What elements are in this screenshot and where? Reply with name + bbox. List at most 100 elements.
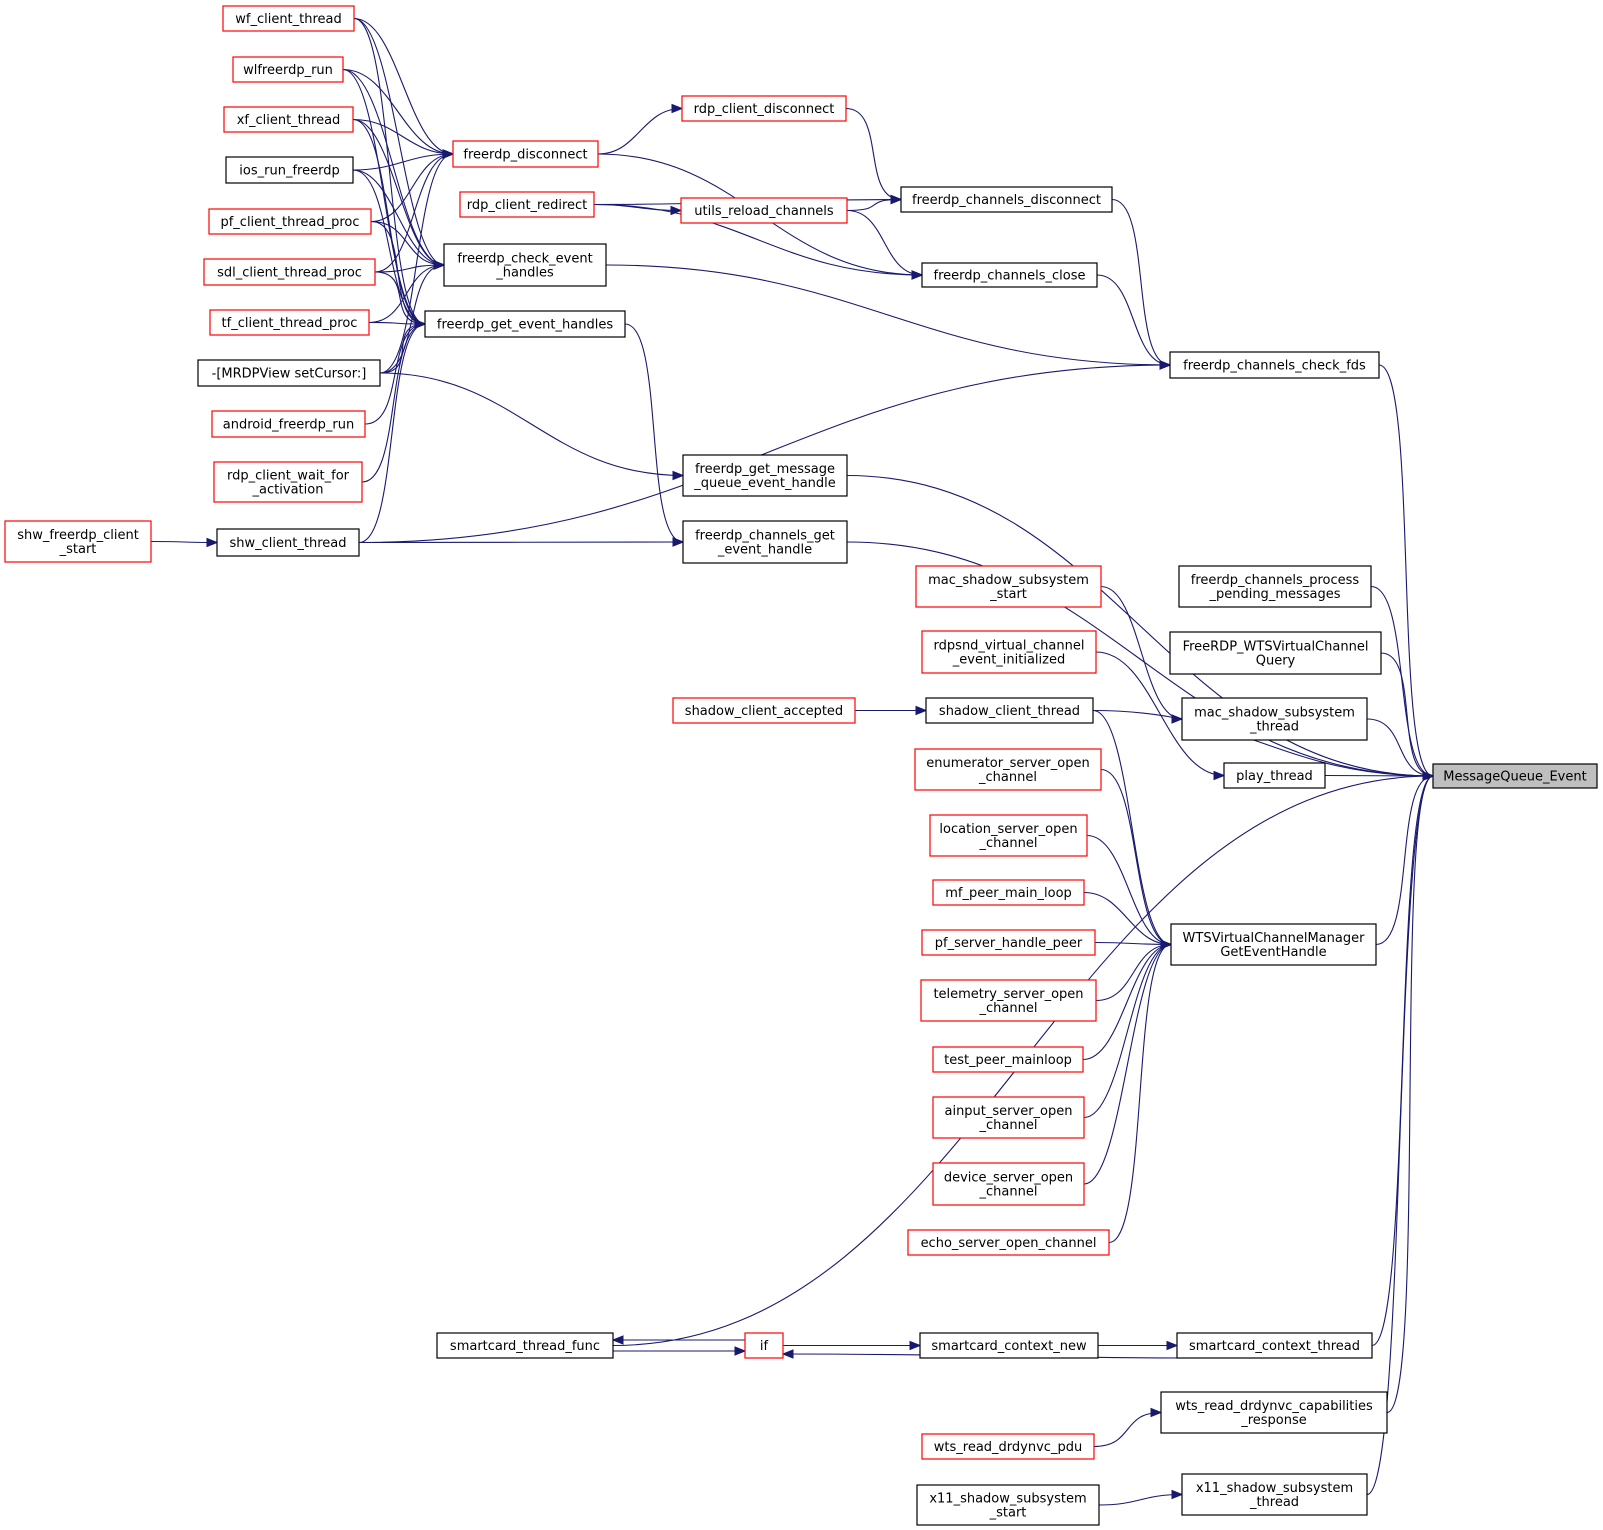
node-label: shw_client_thread xyxy=(230,536,347,551)
node-wts-drdynvc-pdu[interactable]: wts_read_drdynvc_pdu xyxy=(921,1433,1095,1460)
node-echo-open[interactable]: echo_server_open_channel xyxy=(907,1229,1110,1256)
node-box xyxy=(916,1484,1100,1526)
node-smartcard-ctx-new[interactable]: smartcard_context_new xyxy=(919,1332,1099,1359)
node-if-node[interactable]: if xyxy=(744,1332,784,1359)
node-box xyxy=(436,1332,614,1359)
node-x11-shadow-start[interactable]: x11_shadow_subsystem_start xyxy=(916,1484,1100,1526)
node-ios-run[interactable]: ios_run_freerdp xyxy=(225,156,354,184)
edge-line xyxy=(352,118,454,155)
node-chan-check-fds[interactable]: freerdp_channels_check_fds xyxy=(1169,351,1380,379)
node-device-open[interactable]: device_server_open_channel xyxy=(932,1162,1085,1206)
edge-line xyxy=(1092,709,1172,946)
node-sdl-client[interactable]: sdl_client_thread_proc xyxy=(203,258,376,286)
node-wlfreerdp-run[interactable]: wlfreerdp_run xyxy=(232,56,344,83)
node-label: pf_client_thread_proc xyxy=(220,215,359,230)
call-edge-mrdp_setcursor-to-freerdp_disconnect xyxy=(379,149,455,374)
node-telemetry-open[interactable]: telemetry_server_open_channel xyxy=(920,979,1097,1022)
node-mac-shadow-start[interactable]: mac_shadow_subsystem_start xyxy=(915,565,1102,608)
edge-line xyxy=(1370,585,1434,777)
node-label: rdpsnd_virtual_channel xyxy=(934,639,1085,654)
node-label: rdp_client_disconnect xyxy=(694,102,835,117)
edge-line xyxy=(1100,768,1172,946)
node-label: _channel xyxy=(979,1185,1038,1200)
node-mac-shadow-thread[interactable]: mac_shadow_subsystem_thread xyxy=(1181,697,1368,741)
node-box xyxy=(932,879,1085,906)
node-play-thread[interactable]: play_thread xyxy=(1223,762,1326,789)
node-box xyxy=(211,410,366,438)
node-box xyxy=(900,186,1113,213)
node-box xyxy=(932,1096,1085,1139)
node-shadow-client-accepted[interactable]: shadow_client_accepted xyxy=(672,697,856,724)
node-pf-server-peer[interactable]: pf_server_handle_peer xyxy=(921,929,1096,956)
node-wts-drdynvc-caps[interactable]: wts_read_drdynvc_capabilities_response xyxy=(1160,1391,1388,1434)
arrow-head-icon xyxy=(433,260,446,270)
node-label: device_server_open xyxy=(944,1171,1073,1186)
edge-line xyxy=(374,271,426,325)
node-label: echo_server_open_channel xyxy=(921,1236,1097,1251)
call-edge-wts_drdynvc_pdu-to-wts_drdynvc_caps xyxy=(1093,1407,1163,1448)
node-box xyxy=(921,630,1097,674)
edge-line xyxy=(370,220,445,266)
node-label: _start xyxy=(989,1506,1027,1521)
node-chan-get-handle[interactable]: freerdp_channels_get_event_handle xyxy=(682,520,848,564)
node-chan-close[interactable]: freerdp_channels_close xyxy=(921,262,1098,288)
node-label: FreeRDP_WTSVirtualChannel xyxy=(1183,640,1369,655)
node-rdp-client-disconnect[interactable]: rdp_client_disconnect xyxy=(681,95,847,122)
node-label: utils_reload_channels xyxy=(694,204,834,219)
node-check-event-handles[interactable]: freerdp_check_event_handles xyxy=(443,243,607,287)
node-pf-client[interactable]: pf_client_thread_proc xyxy=(208,208,372,235)
node-android-run[interactable]: android_freerdp_run xyxy=(211,410,366,438)
node-box xyxy=(4,520,152,563)
node-get-event-handles[interactable]: freerdp_get_event_handles xyxy=(424,310,626,338)
node-box xyxy=(1169,631,1382,675)
node-box xyxy=(681,95,847,122)
node-chan-process-pending[interactable]: freerdp_channels_process_pending_message… xyxy=(1178,565,1372,608)
node-label: _event_initialized xyxy=(952,653,1065,668)
node-enumerator-open[interactable]: enumerator_server_open_channel xyxy=(914,748,1102,791)
node-mq-event[interactable]: MessageQueue_Event xyxy=(1432,763,1598,789)
node-get-mq-handle[interactable]: freerdp_get_message_queue_event_handle xyxy=(682,454,848,497)
node-box xyxy=(1181,1473,1368,1516)
node-x11-shadow-thread[interactable]: x11_shadow_subsystem_thread xyxy=(1181,1473,1368,1516)
node-location-open[interactable]: location_server_open_channel xyxy=(929,814,1088,857)
node-utils-reload[interactable]: utils_reload_channels xyxy=(680,197,848,224)
node-ainput-open[interactable]: ainput_server_open_channel xyxy=(932,1096,1085,1139)
node-smartcard-ctx-thread[interactable]: smartcard_context_thread xyxy=(1176,1332,1373,1359)
node-layer: MessageQueue_Event freerdp_channels_check… xyxy=(4,5,1598,1526)
node-label: android_freerdp_run xyxy=(223,418,354,433)
node-label: wlfreerdp_run xyxy=(243,63,333,78)
node-smartcard-thread-func[interactable]: smartcard_thread_func xyxy=(436,1332,614,1359)
edge-line xyxy=(597,107,683,155)
node-rdp-client-redirect[interactable]: rdp_client_redirect xyxy=(459,191,595,218)
node-mf-peer[interactable]: mf_peer_main_loop xyxy=(932,879,1085,906)
node-box xyxy=(1178,565,1372,608)
node-label: rdp_client_wait_for xyxy=(227,469,350,484)
arrow-head-icon xyxy=(909,1340,922,1351)
node-label: -[MRDPView setCursor:] xyxy=(212,367,367,382)
edge-line xyxy=(1111,198,1171,366)
node-label: wts_read_drdynvc_capabilities xyxy=(1175,1399,1373,1414)
node-box xyxy=(452,140,599,168)
node-box xyxy=(682,520,848,564)
node-rdpsnd-init[interactable]: rdpsnd_virtual_channel_event_initialized xyxy=(921,630,1097,674)
node-rdp-wait-activation[interactable]: rdp_client_wait_for_activation xyxy=(213,461,363,503)
node-chan-disconnect[interactable]: freerdp_channels_disconnect xyxy=(900,186,1113,213)
edge-line xyxy=(1098,1493,1183,1506)
node-xf-client-thread[interactable]: xf_client_thread xyxy=(223,106,354,133)
node-shw-client-thread[interactable]: shw_client_thread xyxy=(216,528,360,557)
node-label: enumerator_server_open xyxy=(926,756,1089,771)
node-label: freerdp_disconnect xyxy=(463,148,587,163)
arrow-head-icon xyxy=(611,1335,624,1345)
arrow-head-icon xyxy=(911,270,924,280)
node-freerdp-disconnect[interactable]: freerdp_disconnect xyxy=(452,140,599,168)
node-wf-client-thread[interactable]: wf_client_thread xyxy=(222,5,355,32)
node-shw-client-start[interactable]: shw_freerdp_client_start xyxy=(4,520,152,563)
arrow-head-icon xyxy=(442,149,455,159)
edge-line xyxy=(353,17,454,155)
node-shadow-client-thread[interactable]: shadow_client_thread xyxy=(925,697,1094,724)
node-tf-client[interactable]: tf_client_thread_proc xyxy=(209,309,370,336)
node-mrdp-setcursor[interactable]: -[MRDPView setCursor:] xyxy=(197,359,381,387)
node-test-peer[interactable]: test_peer_mainloop xyxy=(932,1046,1084,1073)
